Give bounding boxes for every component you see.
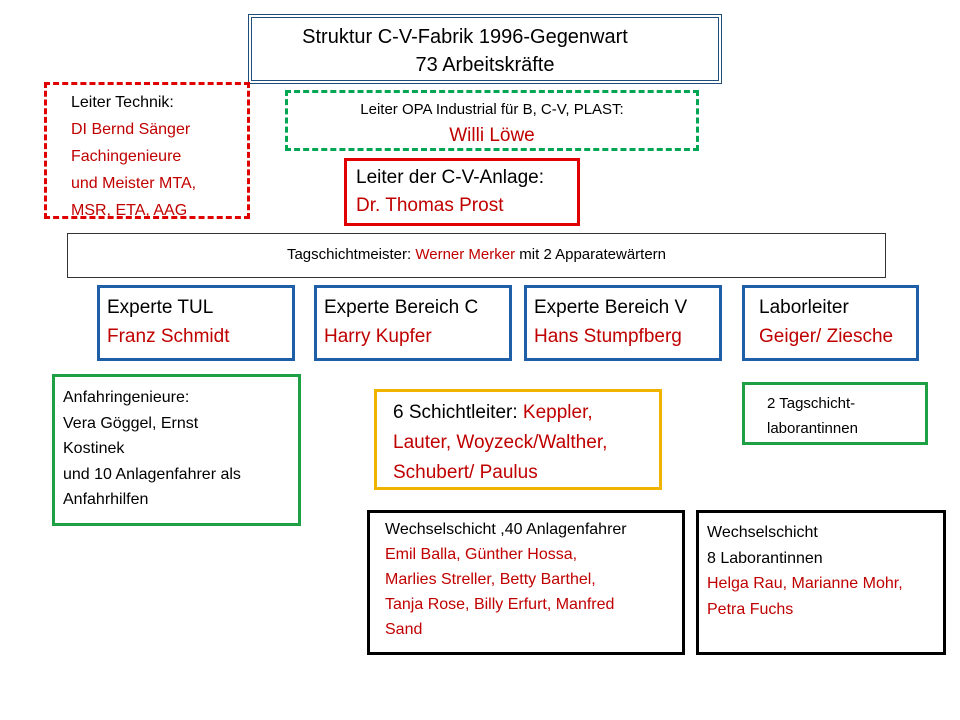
chart-subtitle: 73 Arbeitskräfte — [415, 54, 555, 76]
schichtleiter-name: Schubert/ Paulus — [393, 462, 538, 483]
expert-role: Experte TUL — [107, 297, 214, 318]
wechsel-anlage-names: Emil Balla, Günther Hossa, — [385, 546, 578, 563]
leiter-opa-label: Leiter OPA Industrial für B, C-V, PLAST: — [360, 101, 624, 118]
expert-box-bereich-v: Experte Bereich V Hans Stumpfberg — [524, 285, 722, 361]
tagschicht-labor-line: laborantinnen — [767, 420, 858, 437]
anfahr-line: Vera Göggel, Ernst — [63, 414, 199, 432]
wechsel-labor-names: Petra Fuchs — [707, 600, 794, 618]
schichtleiter-name: Keppler, — [522, 402, 593, 423]
leiter-technik-line: und Meister MTA, — [71, 175, 197, 192]
wechsel-labor-label: 8 Laborantinnen — [707, 549, 823, 567]
expert-box-laborleiter: Laborleiter Geiger/ Ziesche — [742, 285, 919, 361]
wechsel-labor-names: Helga Rau, Marianne Mohr, — [707, 575, 903, 592]
wechsel-labor-label: Wechselschicht — [707, 524, 818, 541]
expert-role: Laborleiter — [759, 297, 849, 318]
leiter-anlage-label: Leiter der C-V-Anlage: — [356, 167, 544, 188]
anfahr-line: Kostinek — [63, 440, 125, 457]
expert-role: Experte Bereich V — [534, 297, 688, 318]
expert-box-tul: Experte TUL Franz Schmidt — [97, 285, 295, 361]
wechsel-anlage-label: Wechselschicht ,40 Anlagenfahrer — [385, 521, 627, 538]
schichtleiter-box: 6 Schichtleiter: Keppler, Lauter, Woyzec… — [374, 389, 662, 490]
leiter-technik-label: Leiter Technik: — [71, 94, 174, 111]
tagschicht-laborantinnen-box: 2 Tagschicht- laborantinnen — [742, 382, 928, 445]
tagschichtmeister-label: Tagschichtmeister: — [286, 246, 416, 263]
tagschichtmeister-suffix: mit 2 Apparatewärtern — [515, 246, 667, 263]
leiter-technik-line: DI Bernd Sänger — [71, 121, 191, 138]
wechsel-anlage-names: Sand — [385, 621, 423, 638]
expert-role: Experte Bereich C — [324, 297, 479, 318]
schichtleiter-label: 6 Schichtleiter: — [393, 402, 523, 423]
tagschichtmeister-box: Tagschichtmeister: Werner Merker mit 2 A… — [67, 233, 886, 278]
expert-name: Geiger/ Ziesche — [759, 326, 894, 347]
leiter-technik-box: Leiter Technik: DI Bernd Sänger Fachinge… — [44, 82, 250, 219]
leiter-opa-box: Leiter OPA Industrial für B, C-V, PLAST:… — [285, 90, 699, 151]
wechselschicht-anlagenfahrer-box: Wechselschicht ,40 Anlagenfahrer Emil Ba… — [367, 510, 685, 655]
expert-name: Franz Schmidt — [107, 326, 230, 347]
expert-name: Hans Stumpfberg — [534, 326, 682, 347]
leiter-anlage-name: Dr. Thomas Prost — [356, 195, 504, 216]
schichtleiter-name: Lauter, Woyzeck/Walther, — [393, 432, 608, 453]
expert-name: Harry Kupfer — [324, 326, 432, 347]
anfahr-line: Anfahrhilfen — [63, 491, 149, 508]
chart-title: Struktur C-V-Fabrik 1996-Gegenwart — [302, 26, 628, 48]
expert-box-bereich-c: Experte Bereich C Harry Kupfer — [314, 285, 512, 361]
wechsel-anlage-names: Tanja Rose, Billy Erfurt, Manfred — [385, 596, 615, 613]
wechsel-anlage-names: Marlies Streller, Betty Barthel, — [385, 571, 596, 588]
tagschichtmeister-name: Werner Merker — [415, 246, 516, 263]
title-box: Struktur C-V-Fabrik 1996-Gegenwart 73 Ar… — [248, 14, 722, 84]
leiter-anlage-box: Leiter der C-V-Anlage: Dr. Thomas Prost — [344, 158, 580, 226]
anfahringenieure-box: Anfahringenieure: Vera Göggel, Ernst Kos… — [52, 374, 301, 526]
anfahr-line: und 10 Anlagenfahrer als — [63, 465, 241, 483]
leiter-opa-name: Willi Löwe — [449, 125, 535, 146]
leiter-technik-line: Fachingenieure — [71, 148, 182, 165]
tagschicht-labor-line: 2 Tagschicht- — [767, 395, 856, 412]
anfahr-line: Anfahringenieure: — [63, 389, 190, 406]
leiter-technik-line: MSR, ETA, AAG — [71, 202, 188, 219]
wechselschicht-laborantinnen-box: Wechselschicht 8 Laborantinnen Helga Rau… — [696, 510, 946, 655]
